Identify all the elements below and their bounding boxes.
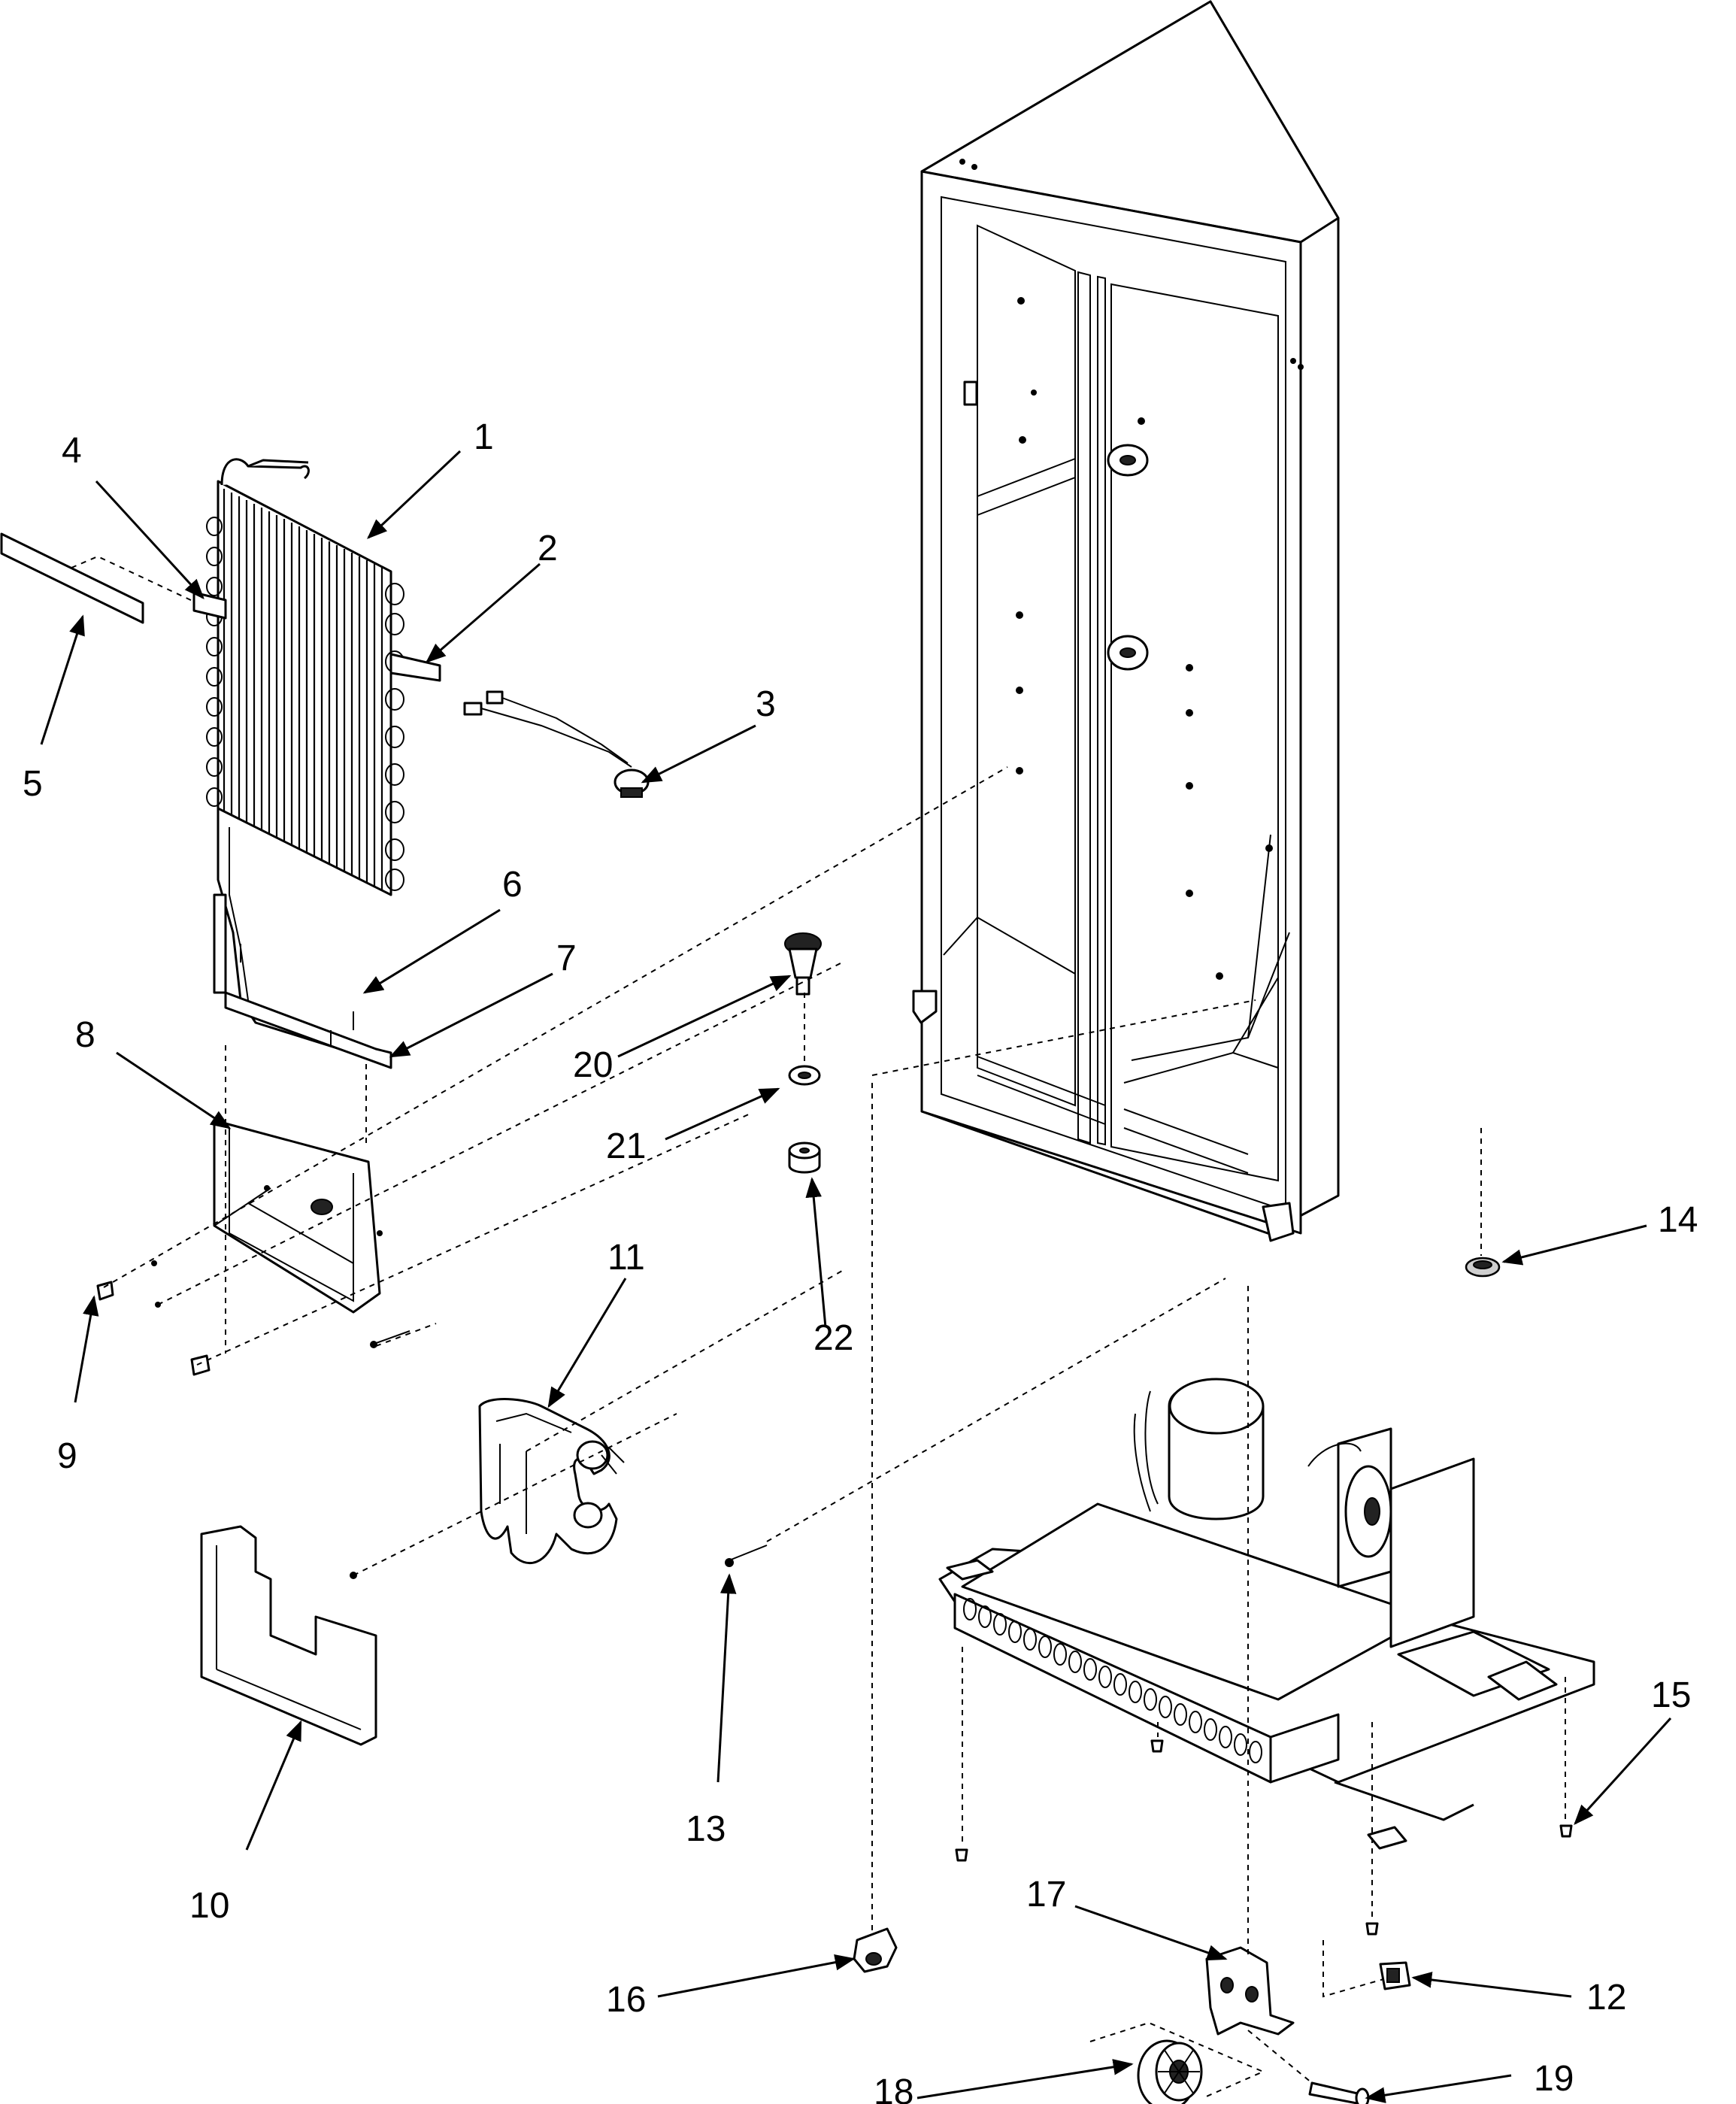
callout-labels: 1 2 3 4 5 6 7 8 9 10 11 12 13 14 15 16 1… — [23, 417, 1698, 2104]
part-20-22-foot — [784, 932, 822, 1174]
callout-5: 5 — [23, 764, 43, 804]
callout-10: 10 — [189, 1886, 229, 1926]
callout-22: 22 — [813, 1318, 853, 1358]
callout-7: 7 — [556, 938, 577, 978]
callout-19: 19 — [1534, 2059, 1574, 2099]
part-11-heater — [350, 1398, 625, 1579]
callout-15: 15 — [1651, 1675, 1691, 1715]
callout-14: 14 — [1658, 1200, 1698, 1240]
callout-17: 17 — [1026, 1875, 1066, 1915]
mount-screws — [955, 1739, 1573, 1936]
callout-1: 1 — [474, 417, 494, 457]
part-19-pin — [1308, 2081, 1370, 2104]
part-18-wheel — [1089, 2021, 1265, 2104]
part-8-bracket — [213, 1119, 383, 1314]
callout-11: 11 — [607, 1238, 645, 1278]
callout-20: 20 — [573, 1045, 613, 1085]
part-6-7-drain-tube — [213, 893, 392, 1069]
callout-12: 12 — [1586, 1978, 1626, 2018]
callout-2: 2 — [538, 529, 558, 568]
condenser-coil — [192, 458, 441, 1062]
part-17-bracket — [1205, 1946, 1295, 2036]
part-10-cover — [200, 1525, 377, 1746]
callout-8: 8 — [75, 1015, 95, 1055]
part-3-wire-harness — [463, 690, 650, 798]
part-16-clip — [853, 1927, 898, 1973]
callout-9: 9 — [57, 1436, 77, 1476]
machine-compartment — [938, 1378, 1595, 1850]
callout-6: 6 — [502, 865, 523, 905]
callout-18: 18 — [874, 2072, 913, 2104]
leader-lines — [40, 450, 1672, 2103]
part-5-strip — [0, 532, 144, 624]
callout-13: 13 — [686, 1809, 726, 1849]
part-9-screws — [96, 1260, 411, 1376]
refrigerator-cabinet — [912, 0, 1340, 1242]
callout-4: 4 — [62, 431, 82, 471]
part-13-screw — [725, 1545, 768, 1567]
part-12-clip — [1379, 1961, 1411, 1990]
callout-3: 3 — [756, 684, 776, 724]
part-14-pad — [1465, 1257, 1501, 1278]
explosion-lines — [103, 766, 1566, 2084]
callout-21: 21 — [606, 1126, 646, 1166]
callout-16: 16 — [606, 1980, 646, 2020]
